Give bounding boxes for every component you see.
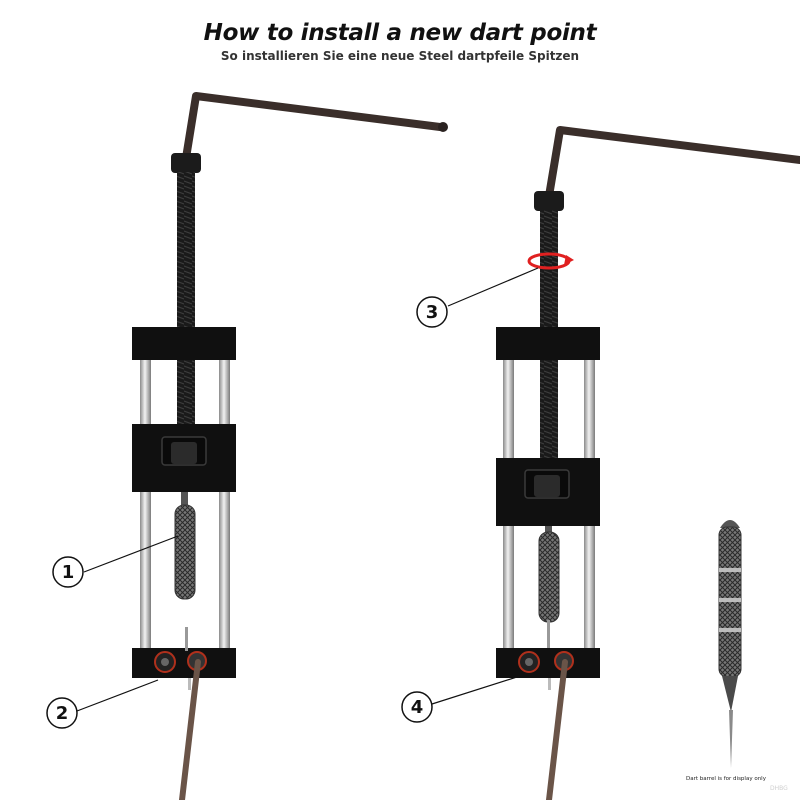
- step-callout-4: 4: [401, 675, 521, 723]
- step-callout-3: 3: [416, 267, 539, 328]
- tool-right: [496, 126, 800, 800]
- dart-barrel-left: [174, 504, 196, 600]
- page-title: How to install a new dart point: [203, 20, 597, 46]
- page-subtitle: So installieren Sie eine neue Steel dart…: [220, 49, 580, 63]
- top-plate-right: [496, 327, 600, 360]
- footnote: Dart barrel is for display only: [686, 776, 766, 782]
- hex-key-left: [182, 92, 444, 162]
- watermark: DHBG: [770, 785, 788, 792]
- tool-left: [132, 92, 448, 800]
- step-number-1: 1: [62, 562, 75, 583]
- dart-barrel-right: [538, 531, 560, 623]
- step-callout-1: 1: [52, 535, 179, 588]
- guide-rod-left-a: [140, 360, 151, 650]
- top-plate-left: [132, 327, 236, 360]
- step-number-2: 2: [56, 703, 69, 724]
- step-number-3: 3: [426, 302, 439, 323]
- guide-rod-left-b: [219, 360, 230, 650]
- bottom-plate-right: [496, 648, 600, 678]
- hex-key-right: [545, 126, 800, 200]
- bottom-plate-left: [132, 648, 236, 678]
- rotate-arrow-icon: [527, 252, 574, 270]
- step-callout-2: 2: [46, 679, 159, 729]
- dart-display: [718, 520, 742, 768]
- step-number-4: 4: [411, 697, 424, 718]
